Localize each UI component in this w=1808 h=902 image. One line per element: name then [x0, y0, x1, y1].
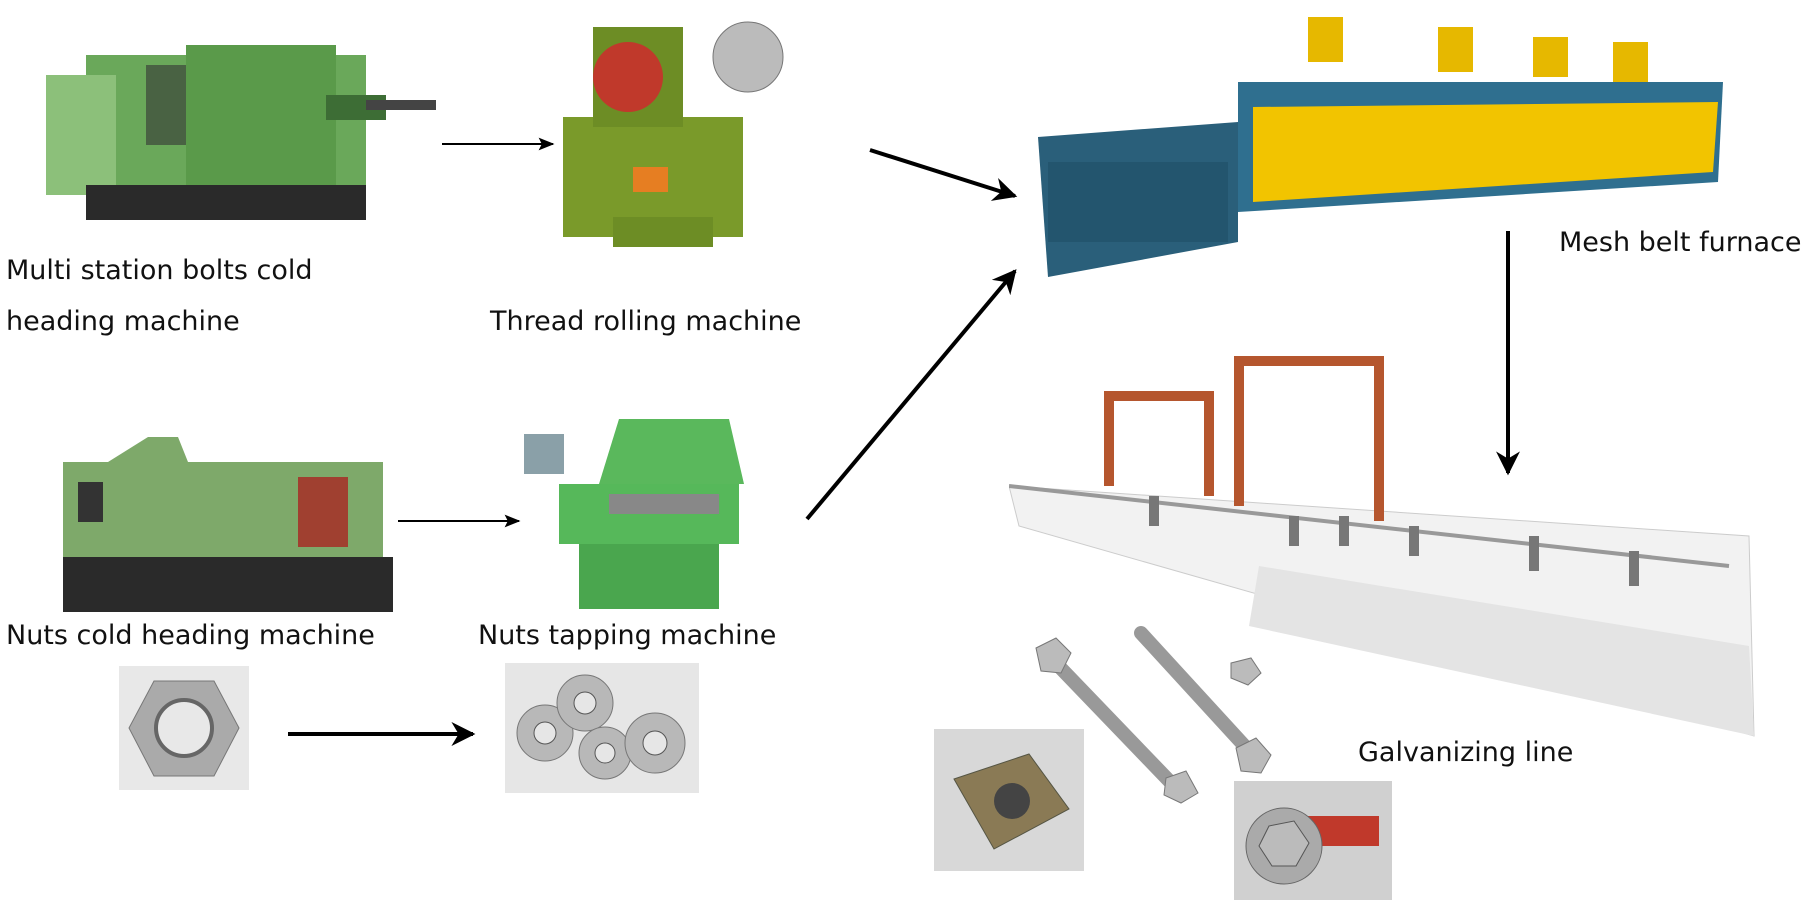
- label-nuts-tapping: Nuts tapping machine: [478, 620, 777, 651]
- mesh-belt-furnace-image: [1038, 17, 1723, 277]
- label-thread-rolling: Thread rolling machine: [490, 306, 802, 337]
- thread-rolling-machine-image: [563, 21, 784, 247]
- arrow-tapping-to-furnace: [805, 269, 1017, 521]
- flange-bolt-photo: [1234, 781, 1392, 900]
- bolts-photo: [1035, 626, 1272, 804]
- bolt-cold-heading-machine-image: [46, 45, 436, 220]
- arrow-thread-to-furnace: [869, 148, 1018, 201]
- galvanizing-line-image: [1009, 356, 1755, 737]
- hex-nut-photo: [119, 666, 249, 790]
- nuts-tapping-machine-image: [524, 419, 744, 609]
- tapped-nuts-photo: [505, 663, 699, 793]
- label-galvanizing-line: Galvanizing line: [1358, 737, 1574, 768]
- label-bolt-machine-line1: Multi station bolts cold: [6, 255, 313, 286]
- nuts-cold-heading-machine-image: [63, 437, 393, 612]
- square-nut-photo: [934, 729, 1084, 871]
- label-nuts-cold-heading: Nuts cold heading machine: [6, 620, 375, 651]
- label-mesh-belt-furnace: Mesh belt furnace: [1559, 227, 1802, 258]
- label-bolt-machine-line2: heading machine: [6, 306, 240, 337]
